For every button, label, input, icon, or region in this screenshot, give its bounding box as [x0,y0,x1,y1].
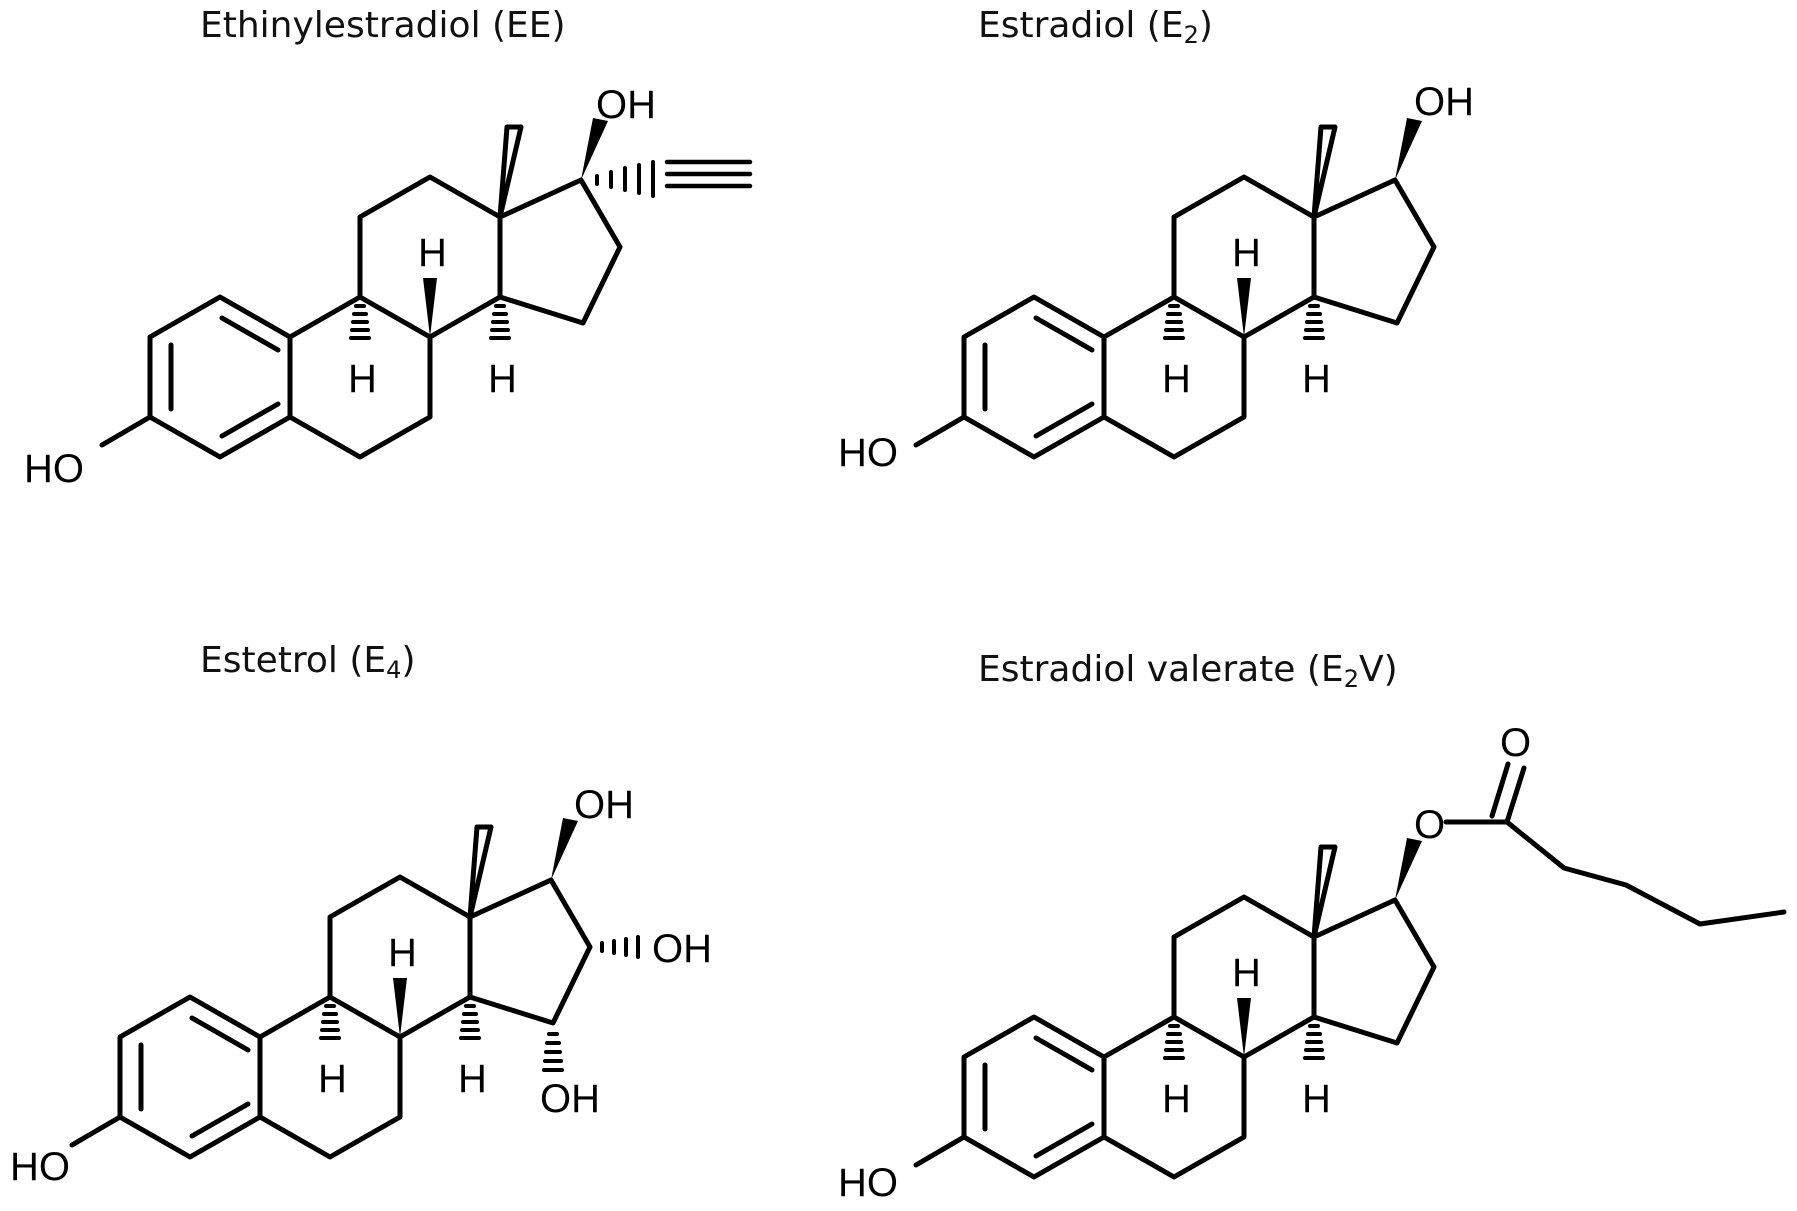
atom-label-h: H [488,357,517,401]
structure-estradiol: OH HO H H H [838,80,1474,475]
atom-label-oh: OH [652,927,712,971]
title-ethinylestradiol: Ethinylestradiol (EE) [200,5,566,46]
atom-label-oh: OH [540,1077,600,1121]
atom-label-ho: HO [24,447,84,491]
atom-label-h: H [418,231,447,275]
atom-label-ho: HO [838,431,898,475]
atom-label-ho: HO [10,1145,70,1189]
atom-label-h: H [318,1057,347,1101]
atom-label-h: H [458,1057,487,1101]
title-estradiol-valerate: Estradiol valerate (E2V) [978,649,1398,693]
atom-label-h: H [348,357,377,401]
atom-label-h: H [388,931,417,975]
atom-label-oh: OH [596,83,656,127]
atom-label-o: O [1500,721,1531,765]
atom-label-h: H [1302,1077,1331,1121]
structure-estetrol: OH OH OH HO H H H [10,783,712,1189]
structure-ethinylestradiol: OH HO H H H [24,83,753,491]
title-estradiol: Estradiol (E2) [978,5,1213,49]
atom-label-h: H [1232,951,1261,995]
atom-label-h: H [1232,231,1261,275]
atom-label-ho: HO [838,1161,898,1205]
atom-label-h: H [1162,357,1191,401]
title-estetrol: Estetrol (E4) [200,640,416,684]
structure-estradiol-valerate: O O HO H H H [838,721,1787,1205]
atom-label-o: O [1414,803,1445,847]
atom-label-oh: OH [574,783,634,827]
atom-label-h: H [1302,357,1331,401]
atom-label-h: H [1162,1077,1191,1121]
atom-label-oh: OH [1414,80,1474,124]
